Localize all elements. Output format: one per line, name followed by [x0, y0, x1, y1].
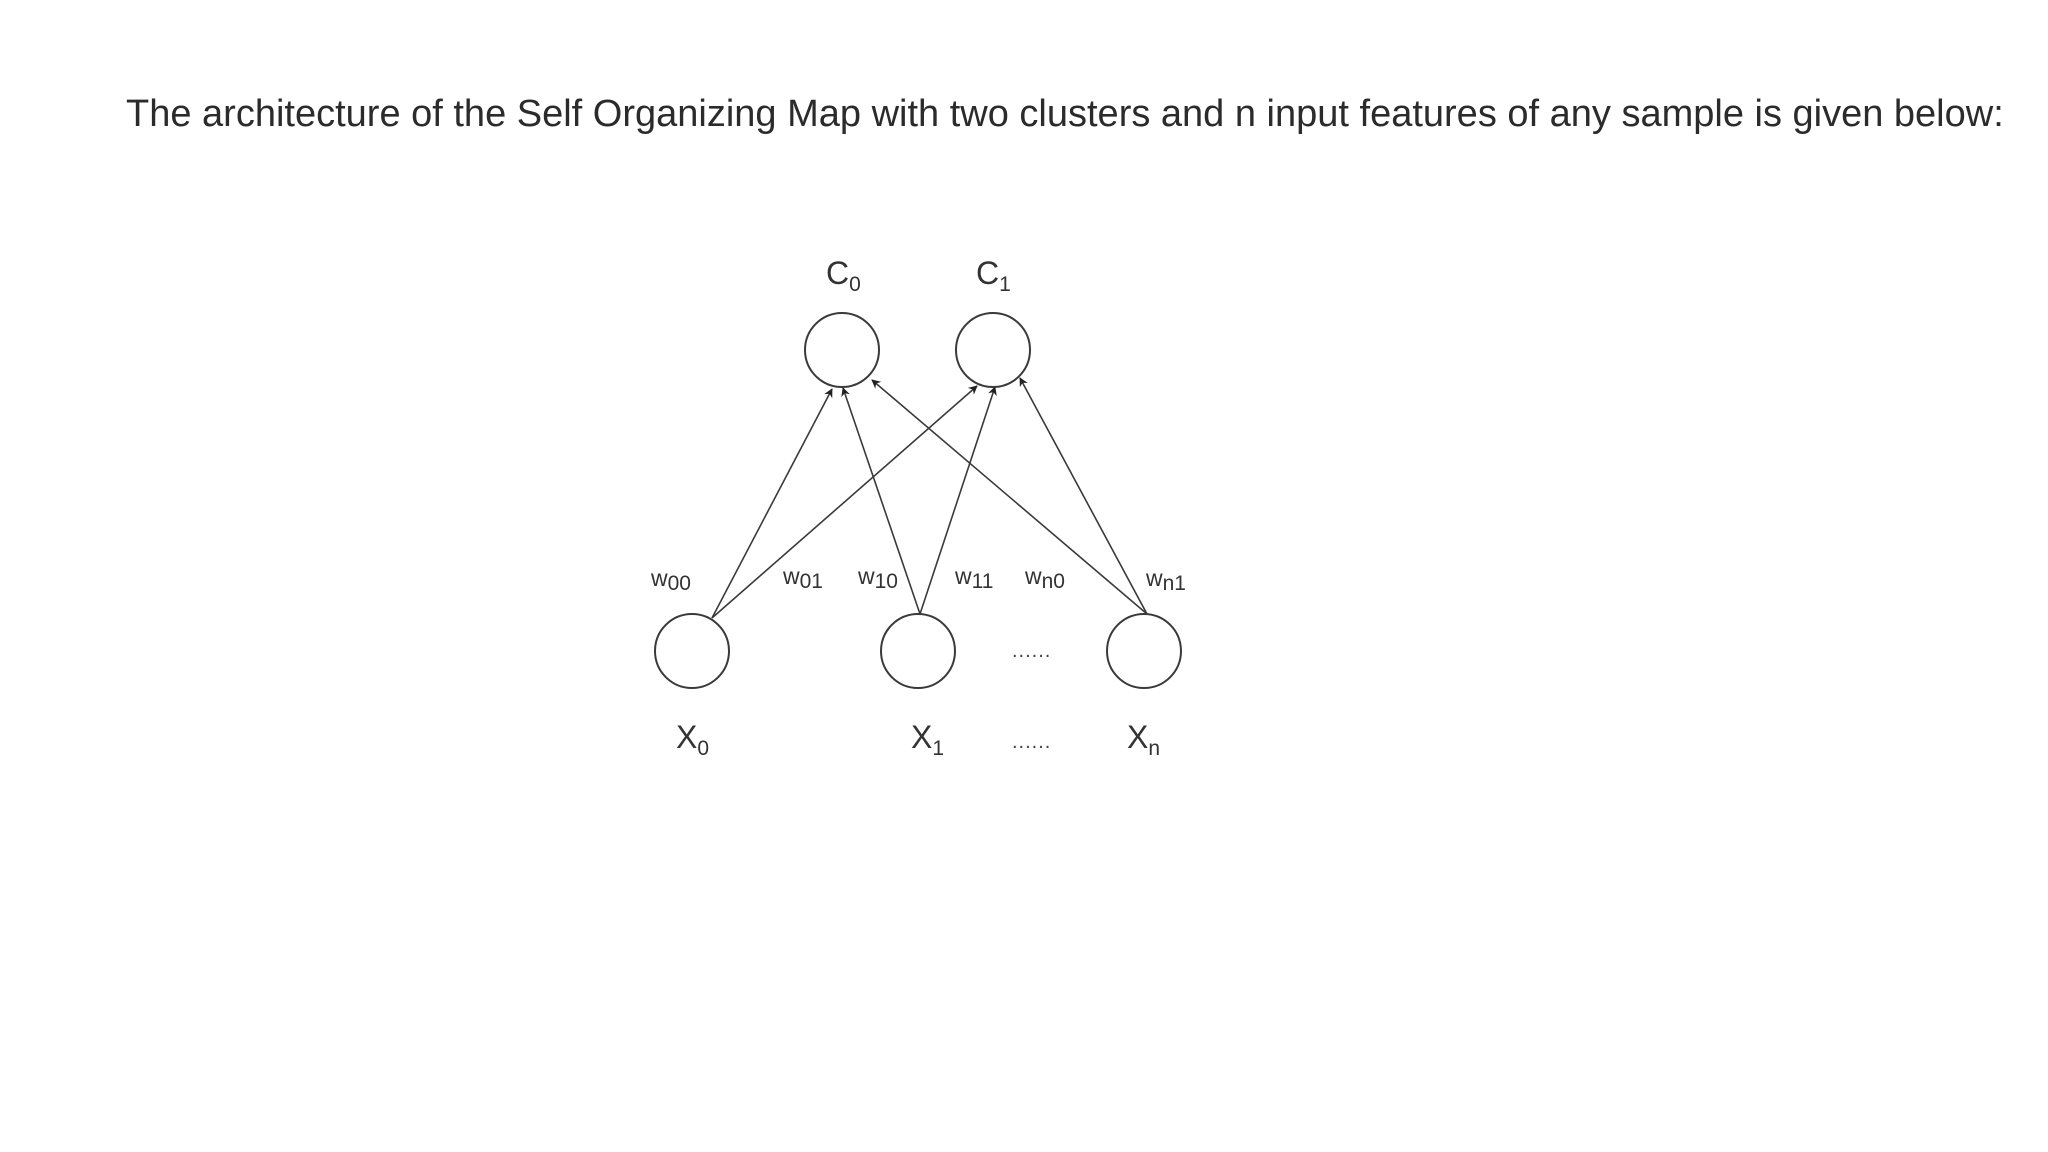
edge-w01	[711, 385, 978, 619]
weight-label-wn1: wn1	[1145, 565, 1186, 595]
input-label-xn: Xn	[1127, 719, 1160, 760]
cluster-circle-c1	[955, 312, 1031, 388]
cluster-circle-c0	[804, 312, 880, 388]
weight-connections	[711, 377, 1148, 619]
weight-label-w01: w01	[782, 563, 823, 593]
input-circle-x1	[880, 613, 956, 689]
input-label-x1: X1	[911, 719, 944, 760]
weight-label-wn0: wn0	[1024, 563, 1065, 593]
edge-wn1	[1019, 377, 1148, 615]
input-circle-x0	[654, 613, 730, 689]
cluster-label-c0: C0	[826, 255, 861, 296]
cluster-node-c1: C1	[955, 255, 1031, 388]
input-ellipsis-upper: ......	[1012, 640, 1051, 662]
cluster-label-c1: C1	[976, 255, 1011, 296]
weight-label-w11: w11	[954, 563, 993, 593]
input-node-x0: X0	[654, 613, 730, 760]
edge-wn0	[871, 379, 1148, 615]
input-node-x1: X1	[880, 613, 956, 760]
edge-w11	[919, 386, 997, 615]
input-label-x0: X0	[676, 719, 709, 760]
weight-label-w00: w00	[650, 565, 691, 595]
edge-w00	[711, 388, 833, 619]
intro-text: The architecture of the Self Organizing …	[126, 93, 2004, 135]
input-circle-xn	[1106, 613, 1182, 689]
edge-w10	[841, 387, 921, 615]
input-ellipsis-lower: ......	[1012, 731, 1051, 753]
cluster-node-c0: C0	[804, 255, 880, 388]
input-node-xn: Xn	[1106, 613, 1182, 760]
weight-label-w10: w10	[857, 563, 898, 593]
